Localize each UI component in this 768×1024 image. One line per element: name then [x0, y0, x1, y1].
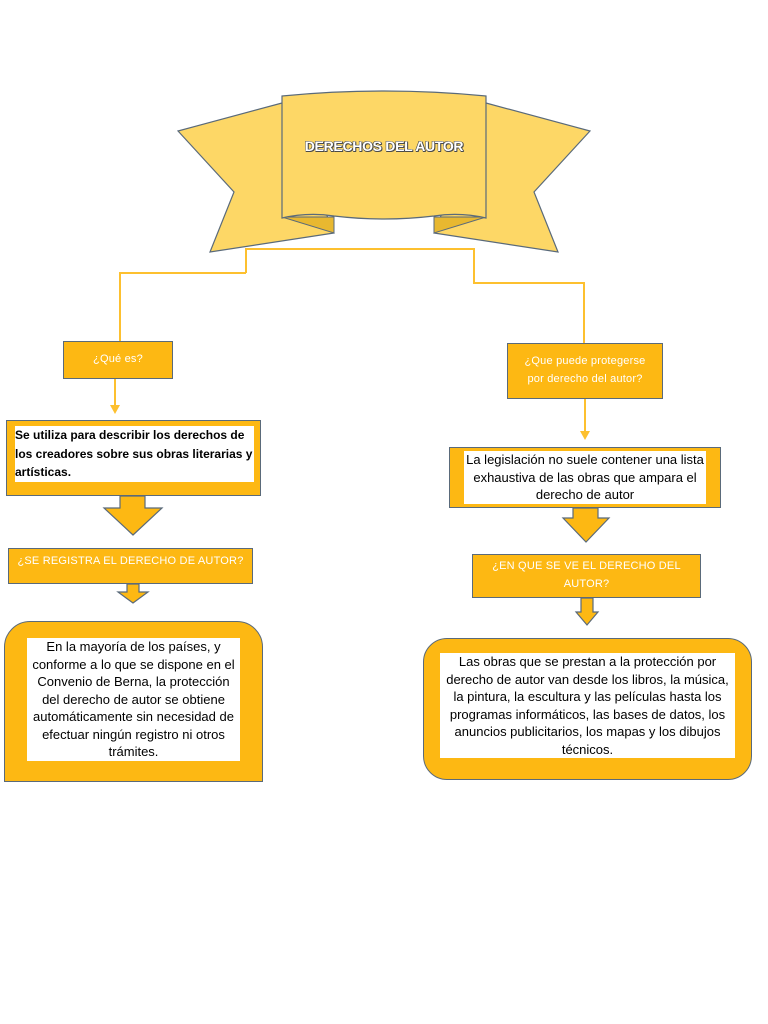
- banner-fold-left: [281, 216, 335, 234]
- node-left-question-2: ¿SE REGISTRA EL DERECHO DE AUTOR?: [8, 548, 253, 584]
- connectors: [114, 248, 586, 433]
- node-left-answer-1: Se utiliza para describir los derechos d…: [6, 420, 261, 496]
- node-left-answer-2: En la mayoría de los países, y conforme …: [4, 621, 263, 782]
- node-right-answer-2-text: Las obras que se prestan a la protección…: [440, 653, 735, 759]
- node-left-question-1-text: ¿Qué es?: [93, 353, 143, 366]
- block-arrow-right-1: [561, 507, 611, 543]
- node-left-answer-2-text: En la mayoría de los países, y conforme …: [27, 638, 240, 761]
- arrowhead-right-q1: [580, 431, 590, 440]
- node-right-answer-1: La legislación no suele contener una lis…: [449, 447, 721, 508]
- node-right-answer-2: Las obras que se prestan a la protección…: [423, 638, 752, 780]
- small-arrowheads: [110, 405, 590, 440]
- banner-center: [281, 90, 487, 220]
- connector-top: [245, 248, 585, 343]
- title-banner: [176, 90, 592, 253]
- arrowhead-left-q1: [110, 405, 120, 414]
- block-arrows: [102, 495, 611, 626]
- block-arrow-left-2: [116, 583, 150, 604]
- node-right-question-2: ¿EN QUE SE VE EL DERECHO DEL AUTOR?: [472, 554, 701, 598]
- node-left-answer-1-text: Se utiliza para describir los derechos d…: [15, 426, 254, 482]
- node-left-question-2-text: ¿SE REGISTRA EL DERECHO DE AUTOR?: [17, 555, 244, 567]
- page-title: DERECHOS DEL AUTOR: [304, 138, 464, 154]
- node-right-question-1-text: ¿Que puede protegerse por derecho del au…: [524, 355, 646, 385]
- node-right-question-1: ¿Que puede protegerse por derecho del au…: [507, 343, 663, 399]
- node-right-answer-1-text: La legislación no suele contener una lis…: [464, 451, 706, 504]
- node-left-question-1: ¿Qué es?: [63, 341, 173, 379]
- banner-fold-right: [433, 216, 487, 234]
- connector-left-branch: [119, 272, 246, 341]
- block-arrow-right-2: [574, 597, 600, 626]
- block-arrow-left-1: [102, 495, 164, 536]
- node-right-question-2-text: ¿EN QUE SE VE EL DERECHO DEL AUTOR?: [492, 560, 681, 590]
